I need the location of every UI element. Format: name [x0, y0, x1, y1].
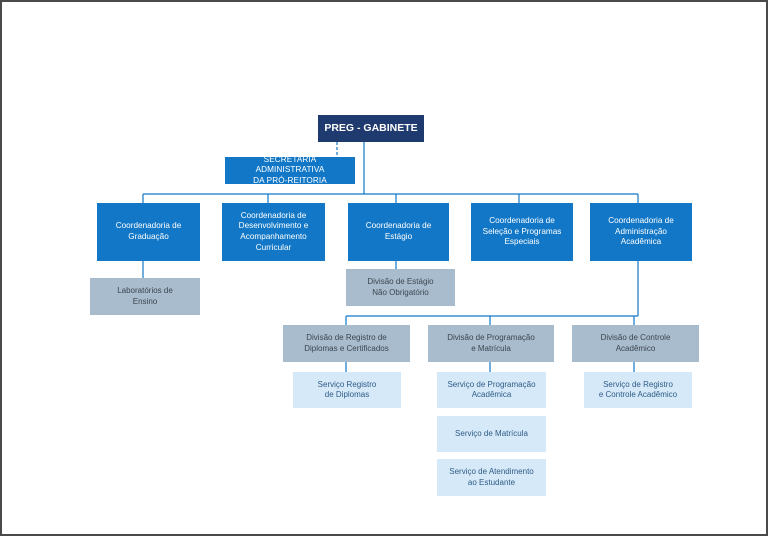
coordenadoria-desenvolvimento-line-2: Desenvolvimento e — [238, 221, 309, 231]
divisao-programacao-line-2: e Matrícula — [471, 343, 511, 353]
divisao-programacao-line-1: Divisão de Programação — [447, 333, 535, 343]
coordenadoria-administracao-line-1: Coordenadoria de — [608, 216, 674, 226]
coordenadoria-estagio-box: Coordenadoria de Estágio — [348, 203, 449, 261]
servico-programacao-academica-box: Serviço de Programação Acadêmica — [437, 372, 546, 408]
laboratorios-line-2: Ensino — [132, 296, 158, 306]
divisao-registro-line-1: Divisão de Registro de — [306, 333, 387, 343]
coordenadoria-desenvolvimento-line-4: Curricular — [255, 242, 292, 252]
servico-programacao-academica-line-1: Serviço de Programação — [447, 379, 536, 389]
coordenadoria-desenvolvimento-line-1: Coordenadoria de — [240, 210, 307, 220]
coordenadoria-administracao-line-2: Administração — [615, 226, 667, 236]
divisao-controle-line-2: Acadêmico — [615, 343, 656, 353]
preg-gabinete-label: PREG - GABINETE — [324, 121, 418, 134]
coordenadoria-graduacao-box: Coordenadoria de Graduação — [97, 203, 200, 261]
divisao-registro-box: Divisão de Registro de Diplomas e Certif… — [283, 325, 410, 362]
laboratorios-box: Laboratórios de Ensino — [90, 278, 200, 315]
coordenadoria-graduacao-line-2: Graduação — [128, 232, 169, 241]
coordenadoria-graduacao-line-1: Coordenadoria de — [115, 221, 182, 231]
divisao-estagio-box: Divisão de Estágio Não Obrigatório — [346, 269, 455, 306]
coordenadoria-estagio-line-1: Coordenadoria de — [365, 221, 432, 231]
coordenadoria-selecao-box: Coordenadoria de Seleção e Programas Esp… — [471, 203, 573, 261]
servico-atendimento-line-1: Serviço de Atendimento — [449, 467, 534, 477]
divisao-controle-line-1: Divisão de Controle — [600, 333, 671, 343]
secretaria-line-2: DA PRÓ-REITORIA — [253, 175, 327, 185]
servico-registro-controle-line-2: e Controle Acadêmico — [598, 390, 678, 399]
coordenadoria-administracao-box: Coordenadoria de Administração Acadêmica — [590, 203, 692, 261]
servico-registro-diplomas-line-1: Serviço Registro — [317, 379, 377, 389]
servico-registro-diplomas-box: Serviço Registro de Diplomas — [293, 372, 401, 408]
servico-registro-diplomas-line-2: de Diplomas — [324, 390, 370, 399]
divisao-controle-box: Divisão de Controle Acadêmico — [572, 325, 699, 362]
secretaria-line-1: SECRETARIA ADMINISTRATIVA — [255, 154, 325, 175]
servico-programacao-academica-line-2: Acadêmica — [471, 390, 512, 399]
coordenadoria-desenvolvimento-box: Coordenadoria de Desenvolvimento e Acomp… — [222, 203, 325, 261]
coordenadoria-administracao-line-3: Acadêmica — [620, 237, 662, 247]
preg-gabinete-box: PREG - GABINETE — [318, 115, 424, 142]
coordenadoria-desenvolvimento-line-3: Acompanhamento — [240, 232, 307, 241]
servico-atendimento-box: Serviço de Atendimento ao Estudante — [437, 459, 546, 496]
divisao-registro-line-2: Diplomas e Certificados — [304, 343, 389, 353]
servico-registro-controle-line-1: Serviço de Registro — [603, 379, 673, 389]
secretaria-box: SECRETARIA ADMINISTRATIVA DA PRÓ-REITORI… — [225, 154, 355, 185]
servico-atendimento-line-2: ao Estudante — [467, 477, 516, 487]
laboratorios-line-1: Laboratórios de — [117, 286, 173, 296]
coordenadoria-estagio-line-2: Estágio — [384, 232, 413, 241]
servico-matricula-line-1: Serviço de Matrícula — [455, 428, 528, 438]
divisao-estagio-line-1: Divisão de Estágio — [367, 277, 434, 287]
coordenadoria-selecao-line-1: Coordenadoria de — [489, 216, 555, 226]
coordenadoria-selecao-line-3: Especiais — [504, 237, 540, 247]
servico-matricula-box: Serviço de Matrícula — [437, 416, 546, 452]
divisao-programacao-box: Divisão de Programação e Matrícula — [428, 325, 554, 362]
servico-registro-controle-box: Serviço de Registro e Controle Acadêmico — [584, 372, 692, 408]
divisao-estagio-line-2: Não Obrigatório — [372, 287, 429, 297]
coordenadoria-selecao-line-2: Seleção e Programas — [482, 226, 562, 236]
